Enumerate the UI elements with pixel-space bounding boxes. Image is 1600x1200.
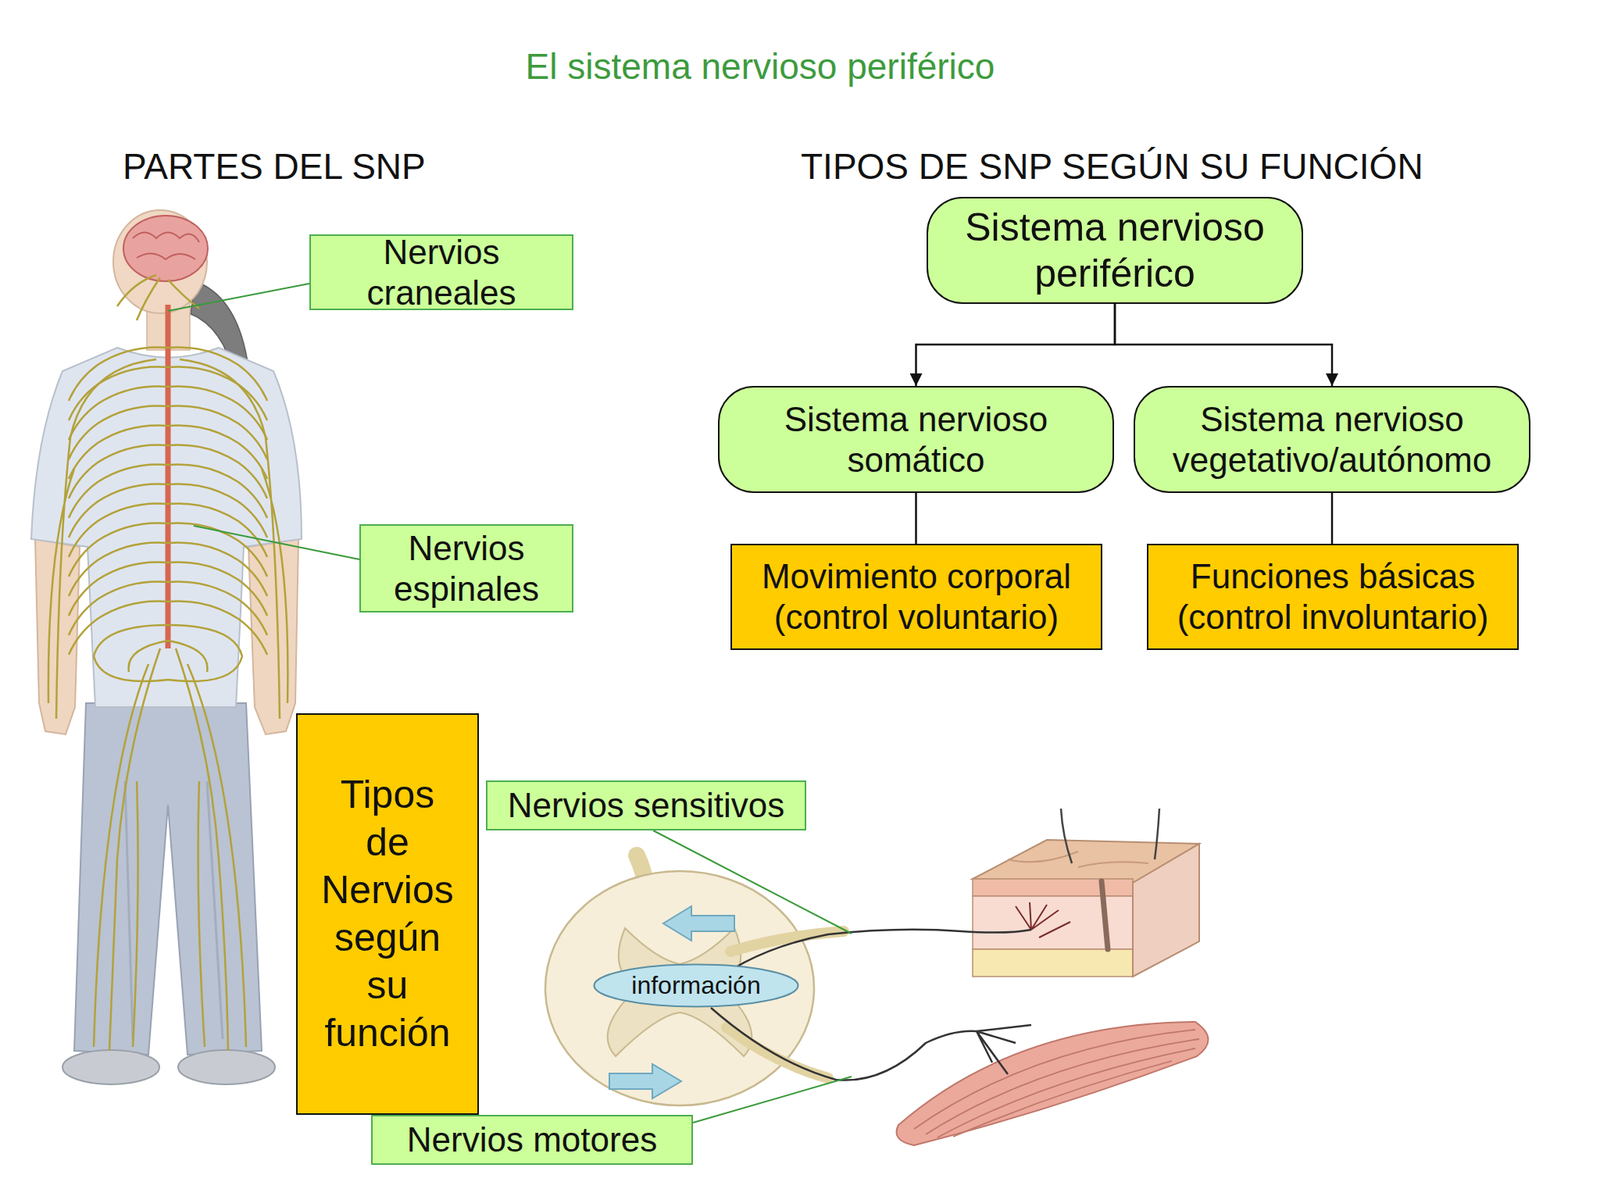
section-heading: TIPOS DE SNP SEGÚN SU FUNCIÓN (800, 148, 1424, 185)
shoe (62, 1050, 160, 1085)
connector (916, 303, 1116, 386)
hypodermis (972, 949, 1133, 977)
skin-side (1132, 843, 1200, 977)
hair (1060, 808, 1160, 864)
muscle-body (896, 1021, 1209, 1146)
node-text: Funciones básicas (control involuntario) (1162, 556, 1504, 638)
node-text: información (631, 971, 761, 1001)
heading-box: Tipos de Nervios según su función (296, 713, 479, 1115)
root-box: Sistema nervioso periférico (926, 196, 1304, 304)
spinal-nerves (68, 503, 268, 558)
node-text: Sistema nervioso vegetativo/autónomo (1158, 399, 1506, 481)
spinal-nerves (68, 561, 268, 616)
nerve-fibers (703, 929, 1032, 1081)
label-box: Nervios sensitivos (485, 780, 807, 831)
ventral-root (726, 1027, 829, 1079)
skin-block (972, 808, 1200, 977)
connector (914, 492, 918, 544)
node-text: Nervios sensitivos (507, 785, 786, 826)
spinal-nerves (68, 425, 268, 479)
cranial-nerves (117, 275, 200, 321)
spinal-cord-outline (545, 871, 815, 1106)
category-box: Sistema nervioso somático (717, 385, 1115, 493)
shoe (178, 1050, 275, 1085)
node-text: Nervios espinales (376, 528, 557, 610)
leader-line (167, 283, 310, 311)
epidermis (972, 878, 1133, 897)
spinal-cord-section (545, 855, 844, 1106)
node-text: Nervios craneales (326, 232, 557, 314)
hair-follicle (1101, 881, 1108, 950)
connector (1331, 492, 1334, 544)
spinal-nerves (68, 542, 268, 597)
spinal-nerves (68, 444, 268, 499)
spinal-nerves (68, 522, 268, 577)
spinal-nerves (68, 464, 268, 518)
category-box: Sistema nervioso vegetativo/autónomo (1133, 385, 1531, 493)
flow-arrow (663, 906, 735, 941)
pants (74, 703, 262, 1055)
pelvic-nerves (93, 625, 243, 682)
spinal-nerves (68, 581, 268, 636)
node-text: Sistema nervioso somático (742, 399, 1090, 481)
spinal-nerves (68, 405, 268, 460)
connector (1114, 303, 1333, 386)
spinal-cord (165, 304, 172, 649)
arm-nerves (48, 359, 288, 719)
spinal-nerves (68, 483, 268, 538)
flow-arrow (609, 1064, 682, 1099)
function-box: Movimiento corporal (control voluntario) (730, 543, 1103, 650)
nerve-endings (1015, 902, 1071, 938)
spinal-nerves (68, 346, 268, 401)
info-ellipse: información (592, 963, 800, 1008)
section-heading: PARTES DEL SNP (122, 148, 426, 185)
brain (123, 215, 208, 282)
muscle (896, 1021, 1209, 1146)
node-text: Nervios motores (407, 1119, 658, 1161)
spinal-nerves (68, 366, 268, 421)
leader-line (193, 525, 360, 560)
leader-line (692, 1076, 852, 1123)
node-text: Tipos de Nervios según su función (318, 771, 457, 1058)
leg-nerves (93, 648, 247, 1051)
motor-endings (976, 1025, 1032, 1075)
label-box: Nervios motores (371, 1114, 693, 1165)
node-text: Sistema nervioso periférico (943, 204, 1286, 297)
label-box: Nervios craneales (309, 234, 574, 311)
leader-line (653, 830, 852, 934)
ellipse-outline (594, 964, 799, 1008)
human-figure (31, 210, 302, 1085)
pants-fold (125, 781, 223, 1040)
page-title: El sistema nervioso periférico (369, 48, 1151, 85)
skin-folds (1007, 851, 1149, 868)
muscle-fibers (914, 1029, 1200, 1138)
brain-folds (132, 232, 200, 261)
label-box: Nervios espinales (359, 524, 574, 613)
motor-nerve (710, 1007, 977, 1081)
function-box: Funciones básicas (control involuntario) (1146, 543, 1519, 650)
node-text: Movimiento corporal (control voluntario) (746, 556, 1087, 638)
head (113, 210, 208, 314)
spinal-nerves (68, 385, 268, 440)
